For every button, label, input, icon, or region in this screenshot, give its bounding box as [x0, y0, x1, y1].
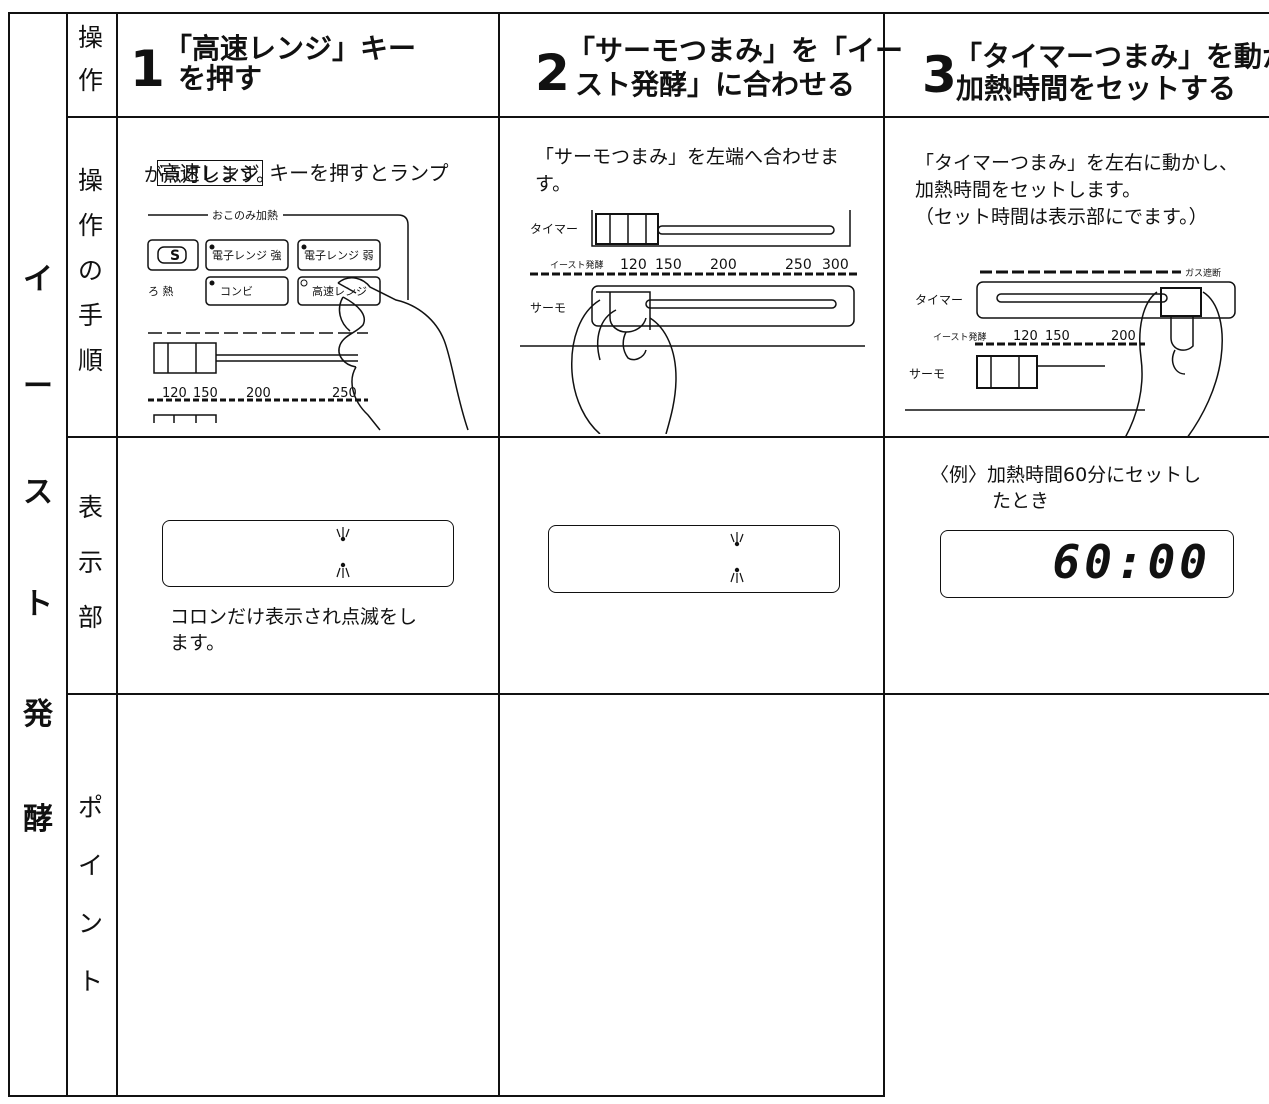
slider-illustration-3: タイマー ガス遮断 イースト発酵 120 150 200 サーモ [905, 267, 1236, 438]
step-2-description-2: す。 [535, 173, 572, 195]
scale-150: 150 [1045, 329, 1070, 344]
panel-btn-micro-weak: 電子レンジ 弱 [304, 249, 374, 262]
side-char: 発 [23, 697, 53, 732]
display-panel-1 [162, 520, 454, 587]
step-title: 「高速レンジ」キー [164, 32, 417, 65]
panel-btn-partial: ろ 熱 [148, 285, 174, 298]
scale-120: 120 [1013, 329, 1038, 344]
display-1-note: コロンだけ表示され点滅をし [170, 606, 418, 628]
panel-header: おこのみ加熱 [212, 209, 278, 222]
side-char: ー [23, 369, 53, 404]
scale-200: 200 [1111, 329, 1136, 344]
step-3-description-3: （セット時間は表示部にでます。） [915, 206, 1208, 228]
row-label-display: 表示部 [78, 493, 104, 632]
step-3-description-2: 加熱時間をセットします。 [915, 179, 1142, 201]
scale-200: 200 [246, 386, 271, 401]
thermo-label: サーモ [909, 367, 945, 381]
display-time-value: 60:00 [1052, 535, 1211, 589]
scale-250: 250 [785, 257, 812, 273]
side-char: イ [23, 262, 53, 297]
scale-200: 200 [710, 257, 737, 273]
side-char: ス [23, 475, 53, 510]
display-3-example: 〈例〉加熱時間60分にセットし [930, 464, 1202, 486]
control-panel-illustration-1: おこのみ加熱 S 電子レンジ 強 電子レンジ 弱 コンビ 高速レンジ ろ 熱 1… [147, 209, 469, 431]
panel-btn-s: S [170, 248, 180, 264]
panel-btn-micro-strong: 電子レンジ 強 [212, 249, 282, 262]
slider-illustration-2: タイマー イースト発酵 120 150 200 250 300 サーモ [520, 210, 865, 434]
display-panel-3: 60:00 [940, 530, 1234, 598]
thermo-label: サーモ [530, 301, 566, 315]
gas-cutoff-label: ガス遮断 [1185, 267, 1221, 279]
scale-120: 120 [620, 257, 647, 273]
step-number: 1 [130, 40, 165, 98]
row-label-operation: 操作 [78, 23, 104, 95]
step-1-description: 高速レンジ キーを押すとランプ [144, 140, 448, 186]
scale-120: 120 [162, 386, 187, 401]
key-label-high-speed-range: 高速レンジ [156, 160, 263, 186]
side-char: 酵 [23, 802, 53, 837]
display-panel-2 [548, 525, 840, 593]
scale-150: 150 [193, 386, 218, 401]
step-title: を押す [178, 62, 263, 95]
display-1-note-2: ます。 [170, 632, 226, 654]
step-title: 「サーモつまみ」を「イー [567, 34, 904, 67]
scale-150: 150 [655, 257, 682, 273]
panel-btn-high: 高速レンジ [312, 284, 367, 298]
scale-250: 250 [332, 386, 357, 401]
timer-label: タイマー [915, 293, 963, 307]
panel-btn-combi: コンビ [220, 285, 253, 298]
step-1-description-2: が点灯します。 [144, 164, 276, 186]
row-label-point: ポイント [78, 793, 104, 996]
row-label-procedure: 操作の手順 [78, 166, 104, 375]
step-title: 加熱時間をセットする [956, 72, 1237, 105]
yeast-label: イースト発酵 [933, 331, 987, 343]
scale-300: 300 [822, 257, 849, 273]
step-2-description: 「サーモつまみ」を左端へ合わせま [535, 146, 840, 168]
step-3-description: 「タイマーつまみ」を左右に動かし、 [915, 152, 1239, 174]
blinking-colon-icon [336, 527, 350, 578]
step-title: スト発酵」に合わせる [575, 68, 856, 101]
display-3-example-2: たとき [992, 490, 1050, 512]
blinking-colon-icon [730, 532, 744, 583]
yeast-label: イースト発酵 [550, 259, 604, 271]
step-title: 「タイマーつまみ」を動かし [954, 40, 1269, 73]
step-number: 2 [535, 44, 570, 102]
timer-label: タイマー [530, 222, 578, 236]
side-char: ト [23, 587, 53, 622]
step-number: 3 [922, 46, 957, 104]
